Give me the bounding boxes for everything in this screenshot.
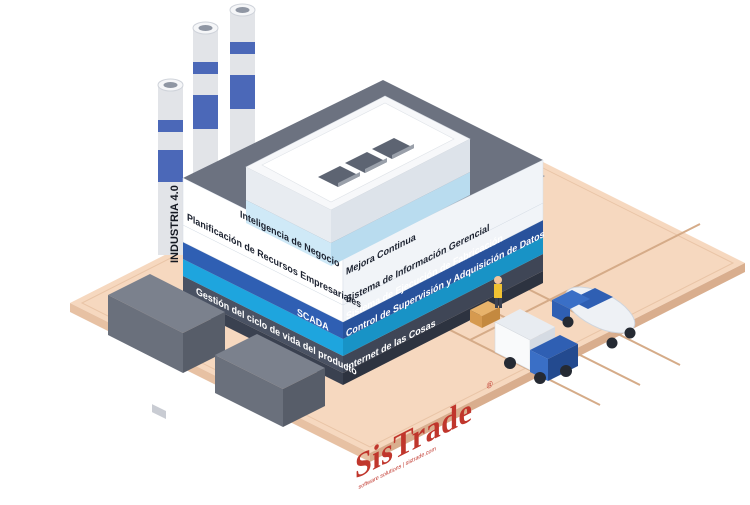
layer-blue bbox=[183, 220, 543, 339]
worker-with-boxes bbox=[470, 276, 502, 328]
industria-title: INDUSTRIA 4.0 bbox=[169, 185, 181, 263]
layer-sky-blue bbox=[183, 237, 543, 356]
cargo-truck bbox=[494, 309, 578, 384]
skylights bbox=[318, 138, 414, 187]
tanker-truck bbox=[552, 286, 636, 349]
upper-block bbox=[245, 95, 471, 266]
container-left bbox=[108, 274, 225, 419]
container-front bbox=[215, 334, 325, 427]
